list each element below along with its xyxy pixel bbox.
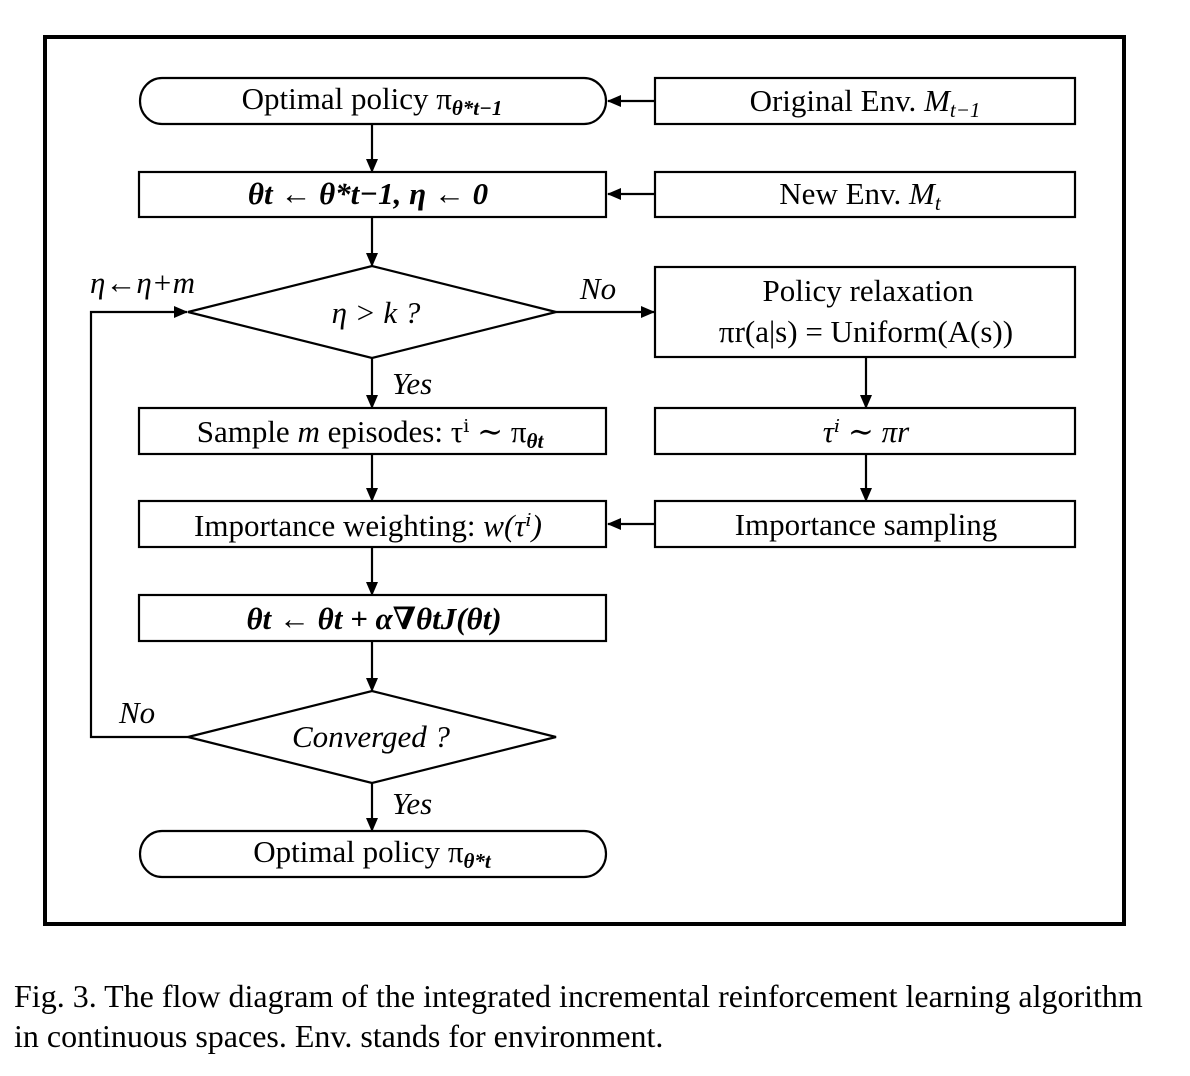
- decision-converged-label: Converged ?: [292, 719, 451, 754]
- decision-converged-diamond: [187, 689, 557, 785]
- weighting-label: Importance weighting: w(τⁱ): [194, 508, 542, 543]
- edge-label-yes-1: Yes: [392, 366, 432, 401]
- edge-label-no-2: No: [118, 695, 155, 730]
- figure-caption: Fig. 3. The flow diagram of the integrat…: [14, 978, 1143, 1054]
- original-env-label: Original Env. Mt−1: [750, 83, 981, 122]
- arrow-loop-back: [89, 306, 188, 739]
- sample-label: Sample m episodes: τⁱ ∼ πθt: [197, 414, 545, 453]
- end-terminator: [138, 829, 608, 879]
- decision-eta-label: η > k ?: [332, 295, 421, 330]
- sample-r-label: τⁱ ∼ πr: [823, 414, 910, 449]
- start-label: Optimal policy πθ*t−1: [242, 81, 503, 120]
- init-label: θt ← θ*t−1, η ← 0: [248, 176, 488, 211]
- edge-label-no-1: No: [579, 271, 616, 306]
- policy-relaxation-formula: πr(a|s) = Uniform(A(s)): [719, 314, 1013, 349]
- end-label: Optimal policy πθ*t: [253, 834, 492, 873]
- policy-relaxation-title: Policy relaxation: [763, 273, 974, 308]
- edge-label-loop: η←η+m: [90, 265, 195, 300]
- flow-diagram: Optimal policy πθ*t−1 Original Env. Mt−1…: [89, 76, 1077, 879]
- edge-label-yes-2: Yes: [392, 786, 432, 821]
- importance-sampling-label: Importance sampling: [735, 507, 998, 542]
- start-terminator: [138, 76, 608, 126]
- new-env-label: New Env. Mt: [779, 176, 942, 215]
- update-label: θt ← θt + α∇θtJ(θt): [246, 601, 501, 636]
- diagram-frame: [43, 35, 1126, 926]
